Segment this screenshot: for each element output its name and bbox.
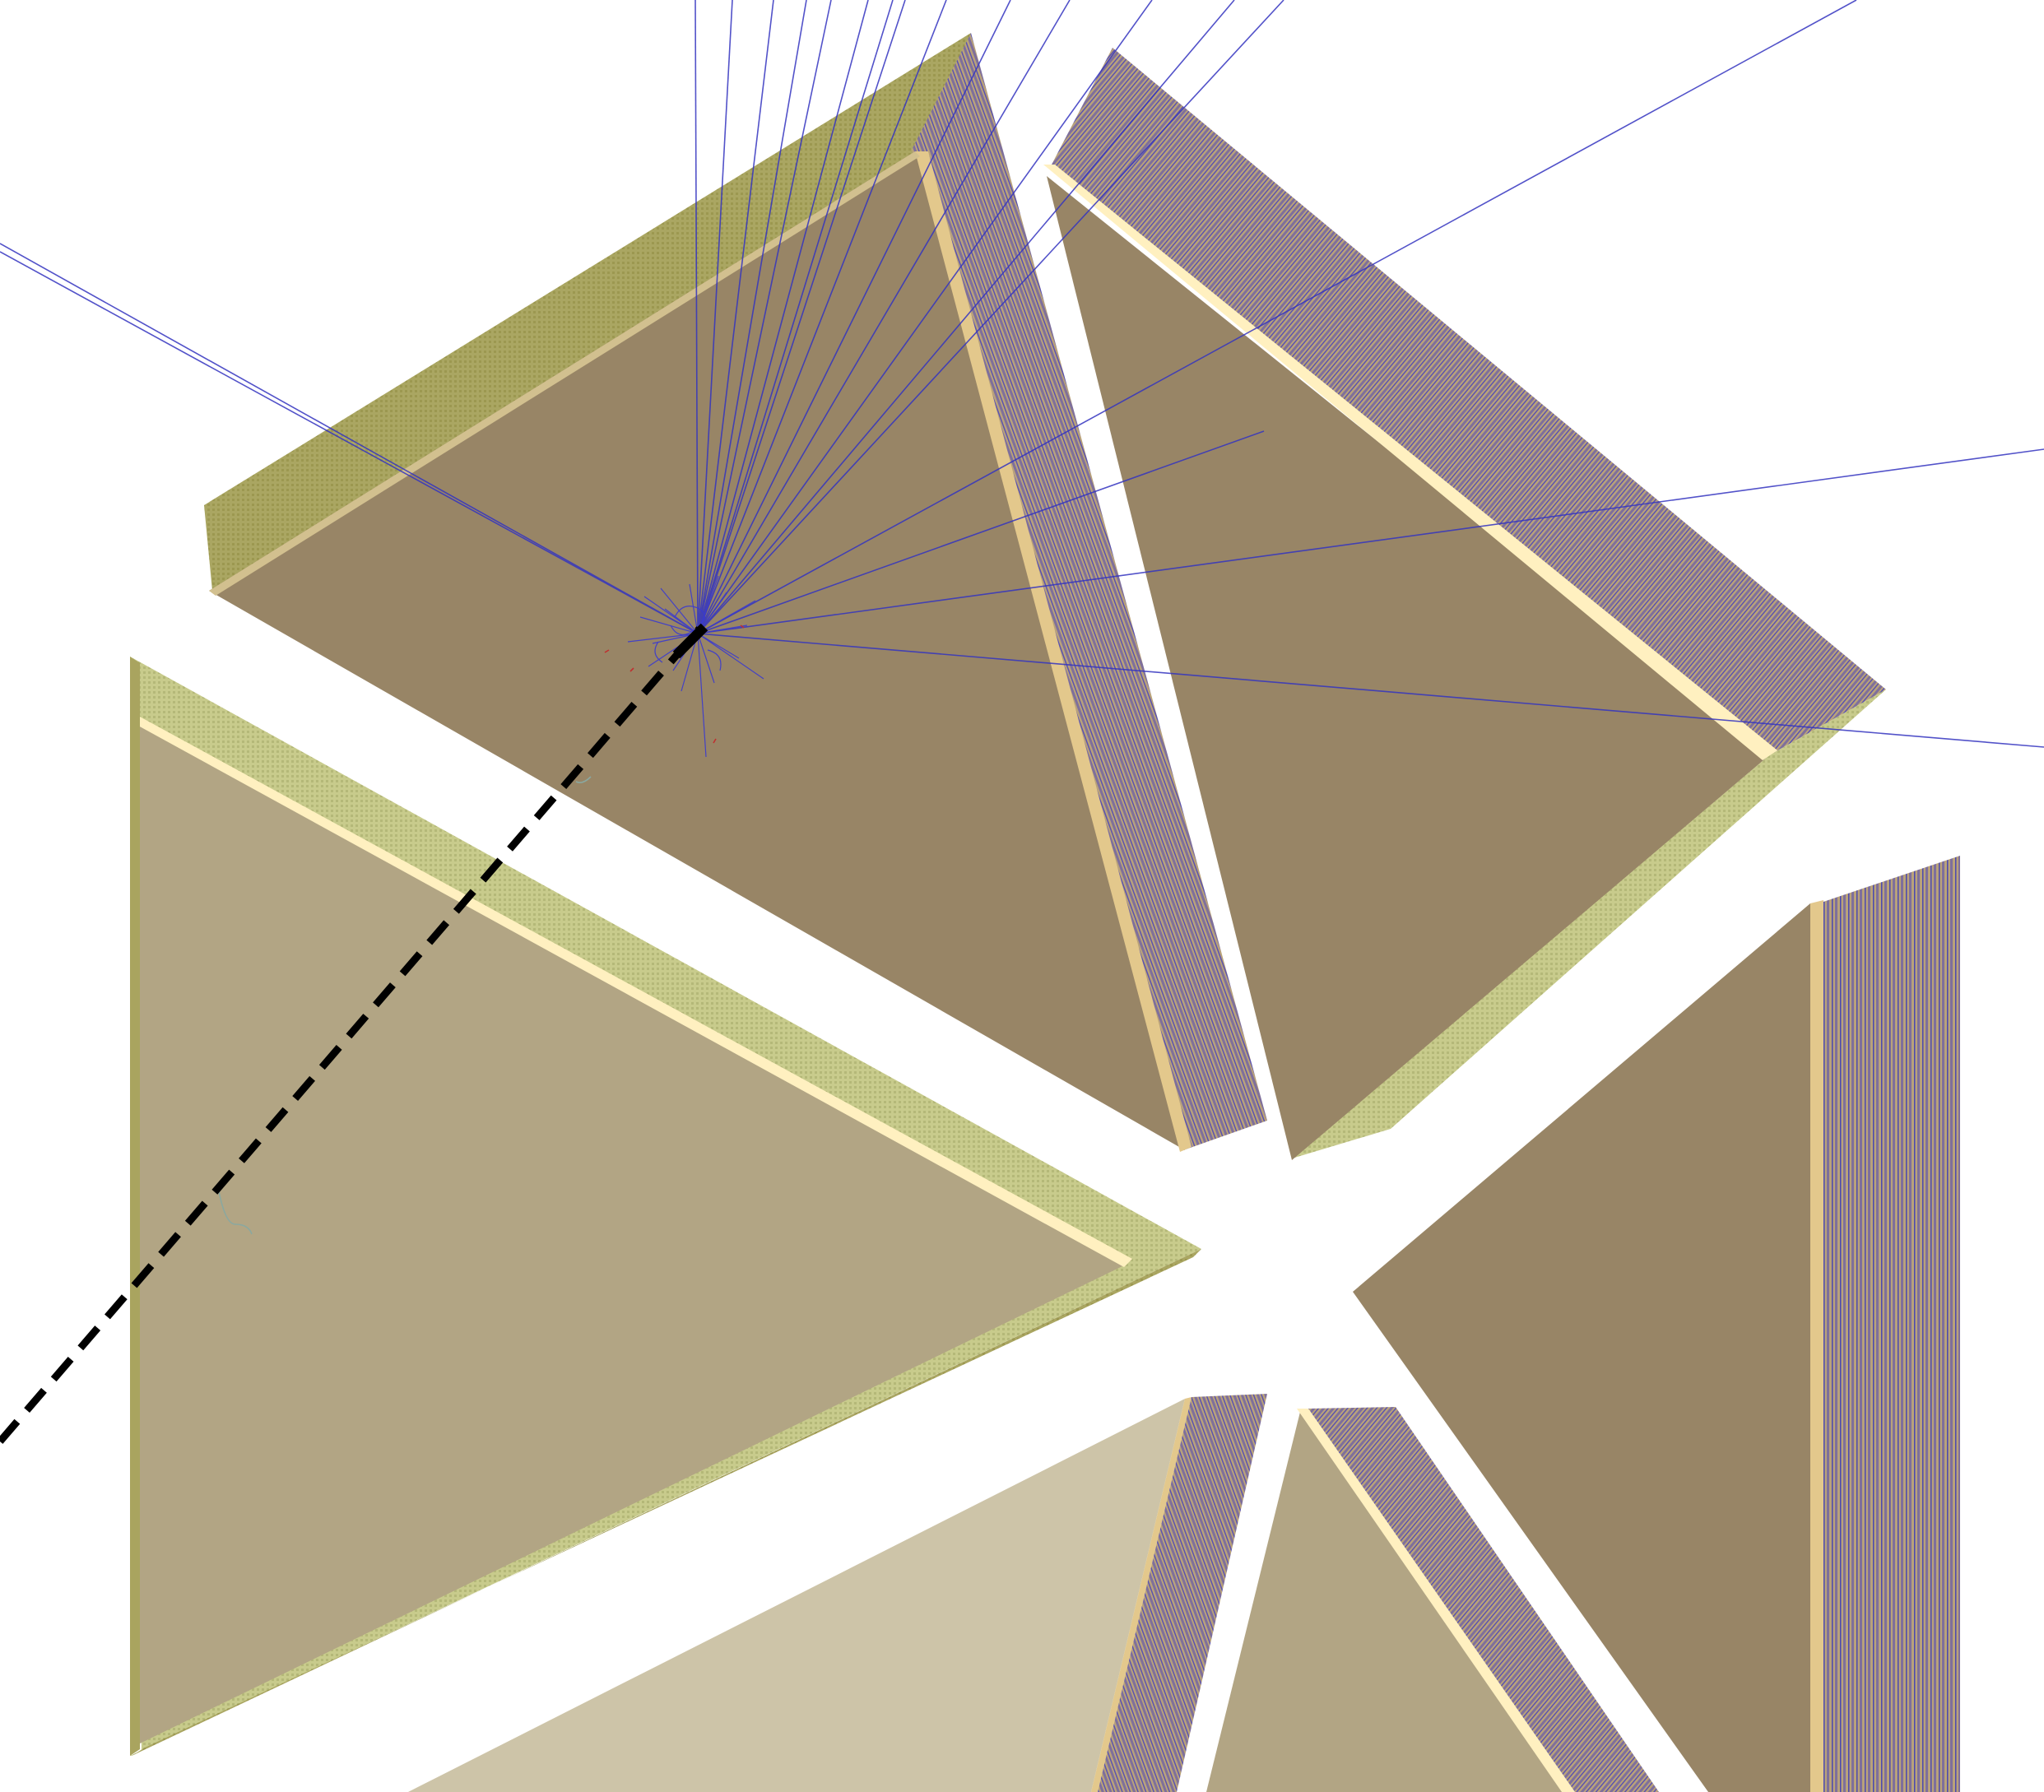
- faint-tracks: [218, 776, 592, 1235]
- panel-bottom-left-inner-band: [1091, 1397, 1192, 1792]
- panel-top-right-face: [1047, 176, 1769, 1160]
- panel-middle-left-face: [138, 721, 1127, 1744]
- panel-bottom-left-face: [408, 1399, 1185, 1792]
- panel-middle-left: [130, 657, 1201, 1756]
- panel-bottom-left-stripe-edge: [1098, 1394, 1267, 1792]
- panel-top-left-stripe-edge: [912, 33, 1267, 1150]
- panel-top-right-olive-edge: [1292, 689, 1886, 1158]
- panel-bottom-center-inner-band: [1297, 1409, 1575, 1792]
- panel-top-right-inner-band: [1043, 165, 1777, 760]
- beam-track-head: [672, 623, 708, 659]
- beam-track: [0, 626, 703, 1444]
- particle-tracks: [0, 0, 2044, 748]
- panel-top-left-face: [209, 151, 1185, 1150]
- panel-right-inner-band: [1810, 900, 1823, 1792]
- panel-top-right: [1043, 48, 1886, 1160]
- panel-right-stripe-edge: [1823, 856, 1960, 1792]
- panel-middle-left-inner-band: [138, 716, 1132, 1267]
- panel-bottom-center-stripe-edge: [1308, 1407, 1659, 1792]
- panel-bottom-left: [408, 1394, 1267, 1792]
- panel-bottom-center: [1206, 1407, 1659, 1792]
- secondary-tracks: [604, 624, 745, 744]
- panel-middle-left-bottom-rim: [132, 1249, 1201, 1756]
- panel-top-left-olive-edge: [204, 33, 971, 591]
- panel-top-left-inner-band: [915, 151, 1192, 1152]
- panel-top-right-stripe-edge: [1052, 48, 1886, 755]
- panel-right: [1353, 856, 1960, 1792]
- panel-right-face: [1353, 903, 1810, 1792]
- panel-bottom-center-face: [1206, 1412, 1567, 1792]
- panel-middle-left-left-rim: [130, 657, 140, 1756]
